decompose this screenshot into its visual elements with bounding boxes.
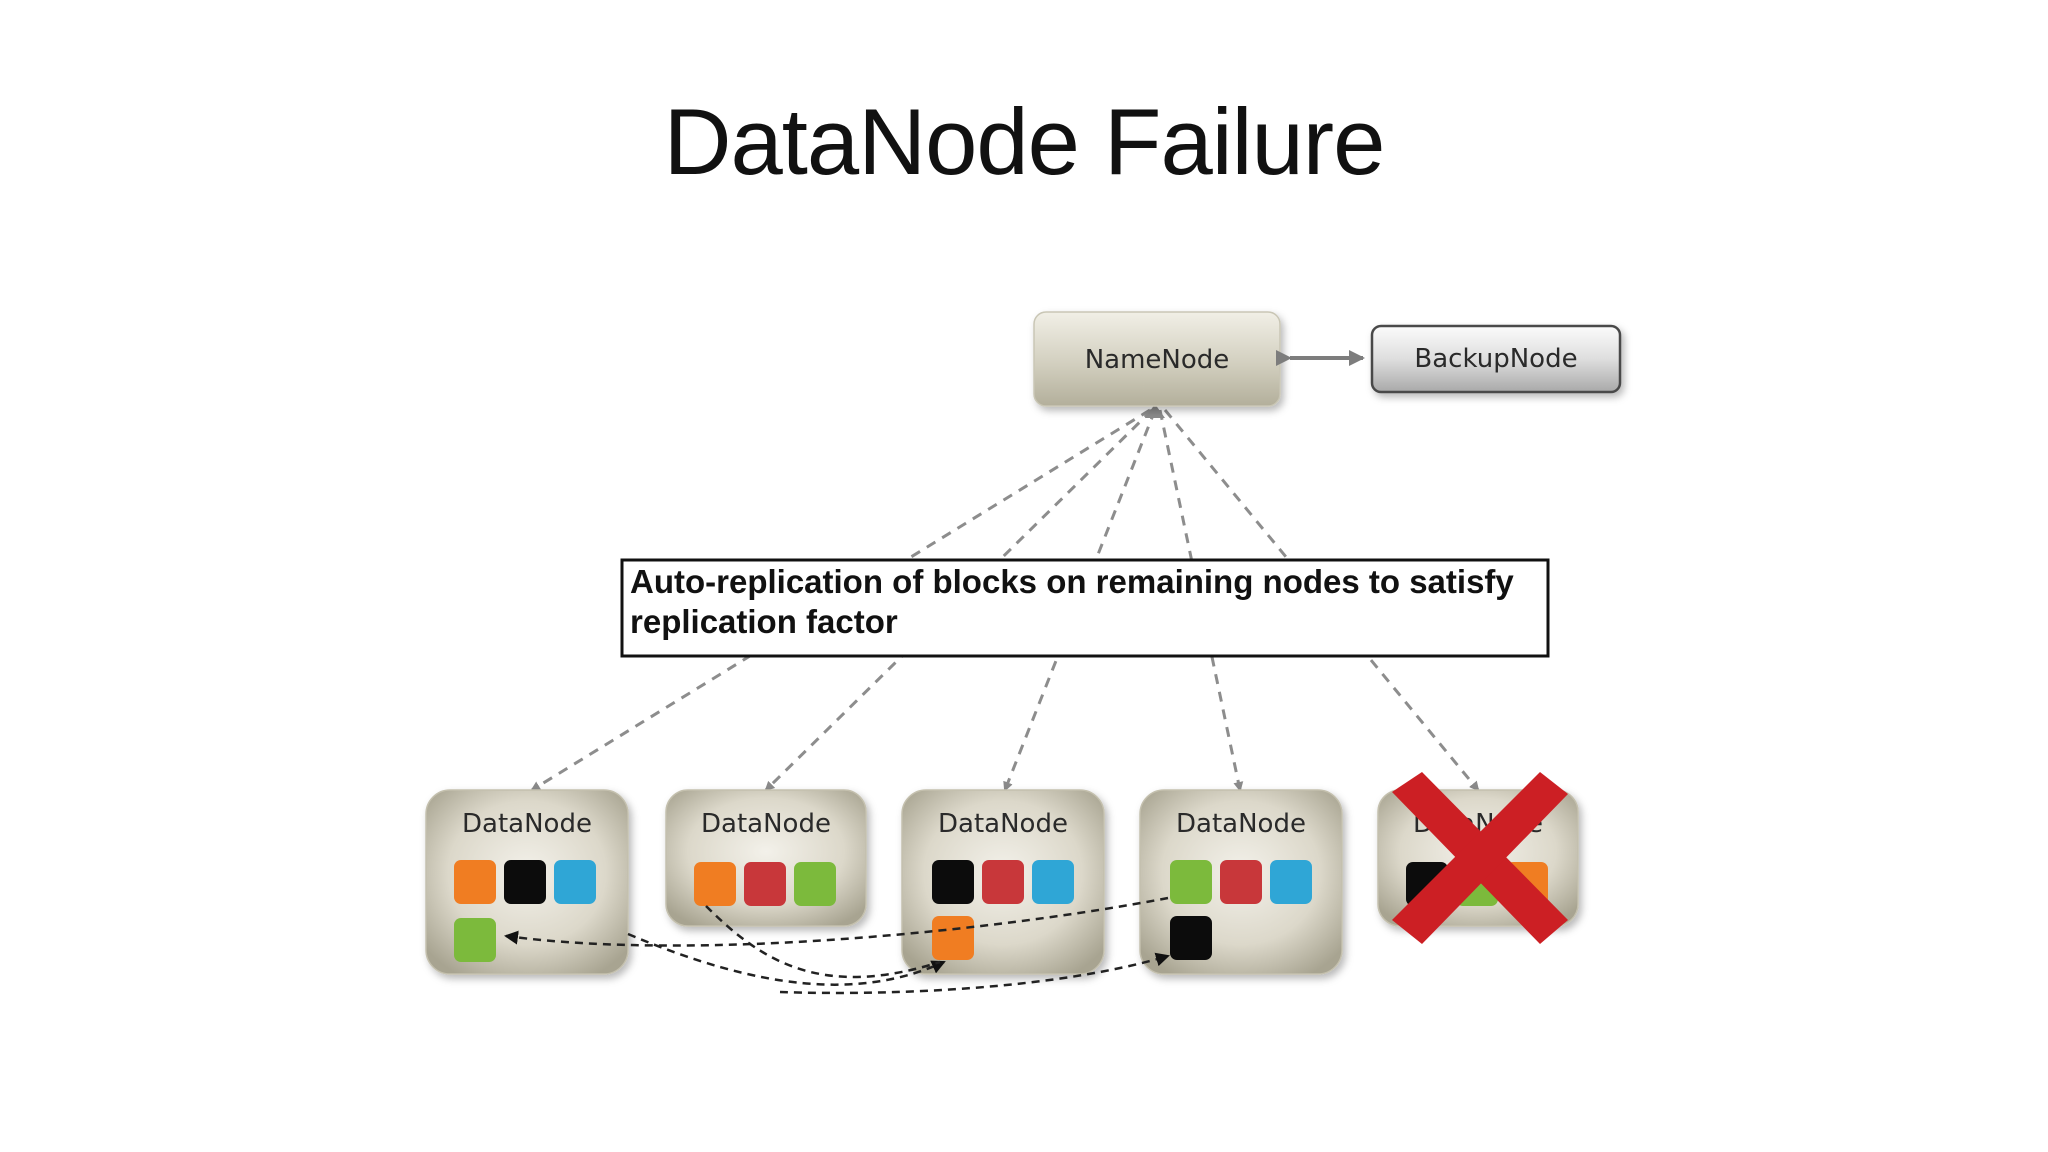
datanode-4[interactable]: DataNode	[1139, 789, 1343, 975]
backupnode-label: BackupNode	[1414, 344, 1577, 374]
datanode-5-failed[interactable]: DataNode	[1377, 772, 1579, 944]
replication-arrows	[504, 896, 1170, 995]
replication-arrow-to-node4	[779, 952, 1170, 995]
datanode-3-block-orange	[932, 916, 974, 960]
replication-arrow-to-node1	[504, 896, 1169, 947]
datanode-1-label: DataNode	[462, 809, 592, 839]
datanode-3[interactable]: DataNode	[901, 789, 1105, 975]
callout-box	[620, 558, 1550, 658]
replication-arrow-from-node2	[705, 905, 941, 979]
namenode-arrowhead	[1145, 404, 1165, 418]
datanode-1-block-orange	[454, 860, 496, 904]
callout-line-1: Auto-replication of blocks on remaining …	[630, 563, 1514, 600]
datanode-2-block-green	[794, 862, 836, 906]
datanode-3-label: DataNode	[938, 809, 1068, 839]
datanode-1[interactable]: DataNode	[425, 789, 629, 975]
datanode-4-block-blue	[1270, 860, 1312, 904]
namenode-label: NameNode	[1085, 345, 1230, 375]
datanode-2[interactable]: DataNode	[665, 789, 867, 927]
datanode-4-block-black	[1170, 916, 1212, 960]
datanode-3-block-blue	[1032, 860, 1074, 904]
backupnode-box[interactable]	[1370, 324, 1622, 394]
datanode-4-block-green	[1170, 860, 1212, 904]
failure-x-icon	[1392, 772, 1568, 944]
datanode-2-label: DataNode	[701, 809, 831, 839]
datanode-1-block-blue	[554, 860, 596, 904]
slide-title: DataNode Failure	[663, 89, 1386, 194]
replication-arrow-to-node3	[627, 932, 946, 986]
callout-line-2: replication factor	[630, 603, 898, 640]
datanode-2-block-orange	[694, 862, 736, 906]
datanode-2-block-red	[744, 862, 786, 906]
datanode-3-block-red	[982, 860, 1024, 904]
datanode-1-block-green	[454, 918, 496, 962]
datanode-1-block-black	[504, 860, 546, 904]
datanode-4-block-red	[1220, 860, 1262, 904]
datanode-4-label: DataNode	[1176, 809, 1306, 839]
datanode-3-block-black	[932, 860, 974, 904]
